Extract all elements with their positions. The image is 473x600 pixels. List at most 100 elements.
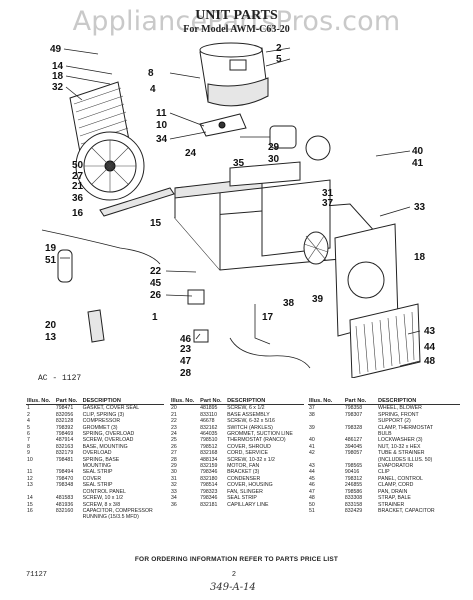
callout: 47 xyxy=(180,356,192,367)
description-cell: SCREW, 10 x 1/2 xyxy=(82,495,124,502)
illus-no-cell: 20 xyxy=(171,405,177,412)
description-cell: COVER, HOUSING xyxy=(227,482,273,489)
part-no-cell: 488134 xyxy=(200,456,218,463)
thermostat-switch-illustration xyxy=(187,289,271,345)
exploded-parts-diagram: 49 14 18 32 50 27 21 36 16 19 51 20 13 2… xyxy=(41,42,436,378)
callout-labels: 49 14 18 32 50 27 21 36 16 19 51 20 13 2… xyxy=(45,43,436,378)
callout: 45 xyxy=(150,278,162,289)
illus-no-cell: 13 xyxy=(27,482,33,489)
part-no-cell: 46678 xyxy=(200,418,215,425)
callout: 22 xyxy=(150,266,162,277)
part-no-cell: 833308 xyxy=(344,495,363,502)
part-no-cell: 832180 xyxy=(200,475,218,482)
table-row: MOUNTING xyxy=(26,463,164,469)
description-cell: STRAP, BALE xyxy=(378,495,411,502)
description-cell: CAPILLARY LINE xyxy=(227,501,269,508)
illus-no-cell: 36 xyxy=(171,501,177,508)
part-no-cell: 832179 xyxy=(55,450,74,457)
description-cell: GASKET, COVER SEAL xyxy=(82,405,140,412)
part-no-cell: 481583 xyxy=(55,495,74,502)
description-cell: CLIP xyxy=(378,469,390,476)
callout: 10 xyxy=(156,120,168,131)
illus-no-cell xyxy=(26,514,55,520)
illus-no-cell: 38 xyxy=(309,411,315,418)
illus-no-cell: 4 xyxy=(27,418,30,425)
illus-no-cell: 51 xyxy=(309,507,315,514)
description-cell: BRACKET (3) xyxy=(227,469,260,476)
part-no-cell: 464035 xyxy=(200,431,218,438)
description-cell: CONTROL PANEL xyxy=(82,488,126,495)
part-no-cell xyxy=(55,514,82,520)
description-cell: CLAMP, CORD xyxy=(378,482,414,489)
illus-no-cell: 29 xyxy=(171,463,177,470)
illus-no-cell: 30 xyxy=(171,469,177,476)
description-cell: GROMMET, SUCTION LINE xyxy=(227,431,293,438)
part-no-cell: 394045 xyxy=(344,443,363,450)
callout: 14 xyxy=(52,61,64,72)
header-description: DESCRIPTION xyxy=(377,398,460,406)
callout: 31 xyxy=(322,188,334,199)
illus-no-cell: 6 xyxy=(27,431,30,438)
illus-no-cell: 2 xyxy=(27,411,30,418)
part-no-cell: 798510 xyxy=(200,437,218,444)
callout: 29 xyxy=(268,142,280,153)
description-cell: MOTOR, FAN xyxy=(227,463,260,470)
part-no-cell: 832162 xyxy=(200,424,218,431)
leader-lines xyxy=(63,47,421,367)
illus-no-cell: 26 xyxy=(171,443,177,450)
part-no-cell: 798514 xyxy=(200,482,218,489)
callout: 43 xyxy=(424,326,436,337)
callout: 11 xyxy=(156,108,167,119)
illus-no-cell: 45 xyxy=(309,475,315,482)
description-cell: CLAMP, THERMOSTAT xyxy=(378,424,433,431)
description-cell: SCREW, OVERLOAD xyxy=(82,437,134,444)
callout: 21 xyxy=(72,181,84,192)
callout: 8 xyxy=(148,68,154,79)
part-no-cell: 832159 xyxy=(200,463,218,470)
illus-no-cell: 47 xyxy=(309,488,315,495)
callout: 33 xyxy=(414,202,426,213)
callout: 34 xyxy=(156,134,168,145)
table-row: BULB xyxy=(308,431,460,437)
callout: 17 xyxy=(262,312,274,323)
part-no-cell: 798512 xyxy=(200,443,218,450)
part-no-cell: 798348 xyxy=(55,482,74,489)
illus-no-cell: 1 xyxy=(27,405,30,412)
callout: 18 xyxy=(52,71,64,82)
illus-no-cell: 28 xyxy=(171,456,177,463)
description-cell: PANEL, CONTROL xyxy=(378,475,423,482)
illus-no-cell: 21 xyxy=(171,411,177,418)
description-cell: COMPRESSOR xyxy=(82,418,121,425)
illus-no-cell: 42 xyxy=(309,450,315,457)
seal-strip-illustration xyxy=(99,187,175,217)
header-description: DESCRIPTION xyxy=(81,398,164,406)
control-panel-seal-illustration xyxy=(87,309,105,343)
table-row: 29 832159 MOTOR, FAN xyxy=(170,463,304,469)
description-cell: SEAL STRIP xyxy=(227,495,257,502)
header-illus: Illus. No. xyxy=(26,398,55,406)
table-row: SUPPORT (2) xyxy=(308,418,460,424)
illus-no-cell: 7 xyxy=(27,437,30,444)
description-cell: BASE, MOUNTING xyxy=(82,443,128,450)
header-part: Part No. xyxy=(199,398,227,406)
description-cell: CONDENSER xyxy=(227,475,261,482)
callout: 38 xyxy=(283,298,295,309)
